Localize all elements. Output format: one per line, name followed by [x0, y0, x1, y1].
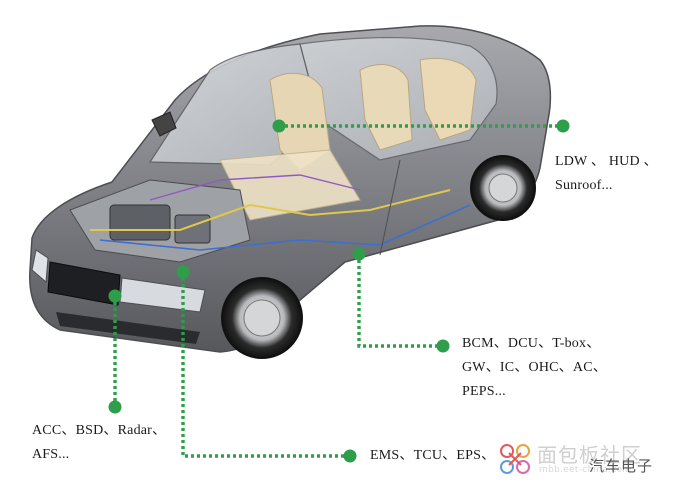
callout-roof: LDW 、 HUD 、 Sunroof...: [555, 150, 658, 198]
dot-roof-start: [272, 119, 286, 133]
dot-cabin-end: [436, 339, 450, 353]
callout-roof-line2: Sunroof...: [555, 178, 613, 193]
callout-roof-line1: LDW 、 HUD 、: [555, 154, 658, 169]
callout-engine: EMS、TCU、EPS、: [370, 444, 495, 468]
watermark-logo-icon: [500, 444, 530, 474]
connector-lines: [113, 124, 563, 458]
front-grille: [47, 261, 121, 306]
connector-cabin: [357, 254, 443, 348]
dot-front-end: [108, 400, 122, 414]
watermark-name: 面包板社区: [537, 443, 642, 467]
dot-roof-end: [556, 119, 570, 133]
callout-cabin-line2: GW、IC、OHC、AC、: [462, 360, 607, 375]
callout-engine-line1: EMS、TCU、EPS、: [370, 448, 496, 463]
callout-cabin: BCM、DCU、T-box、 GW、IC、OHC、AC、 PEPS...: [462, 332, 607, 404]
dot-engine-start: [176, 265, 190, 279]
callout-cabin-line1: BCM、DCU、T-box、: [462, 336, 601, 351]
callout-front-line2: AFS...: [32, 447, 70, 462]
dot-engine-end: [343, 449, 357, 463]
callout-cabin-line3: PEPS...: [462, 384, 506, 399]
watermark-url: mbb.eet-china.com: [539, 465, 632, 475]
watermark: 面包板社区 mbb.eet-china.com 汽车电子: [493, 437, 671, 481]
wiring-harness: [90, 189, 451, 231]
callout-front: ACC、BSD、Radar、 AFS...: [32, 419, 166, 467]
connector-engine: [181, 272, 350, 458]
side-mirror: [151, 111, 177, 137]
watermark-overlay: 汽车电子: [589, 457, 654, 475]
dot-front-start: [108, 289, 122, 303]
dot-cabin-start: [352, 247, 366, 261]
callout-front-line1: ACC、BSD、Radar、: [32, 423, 167, 438]
